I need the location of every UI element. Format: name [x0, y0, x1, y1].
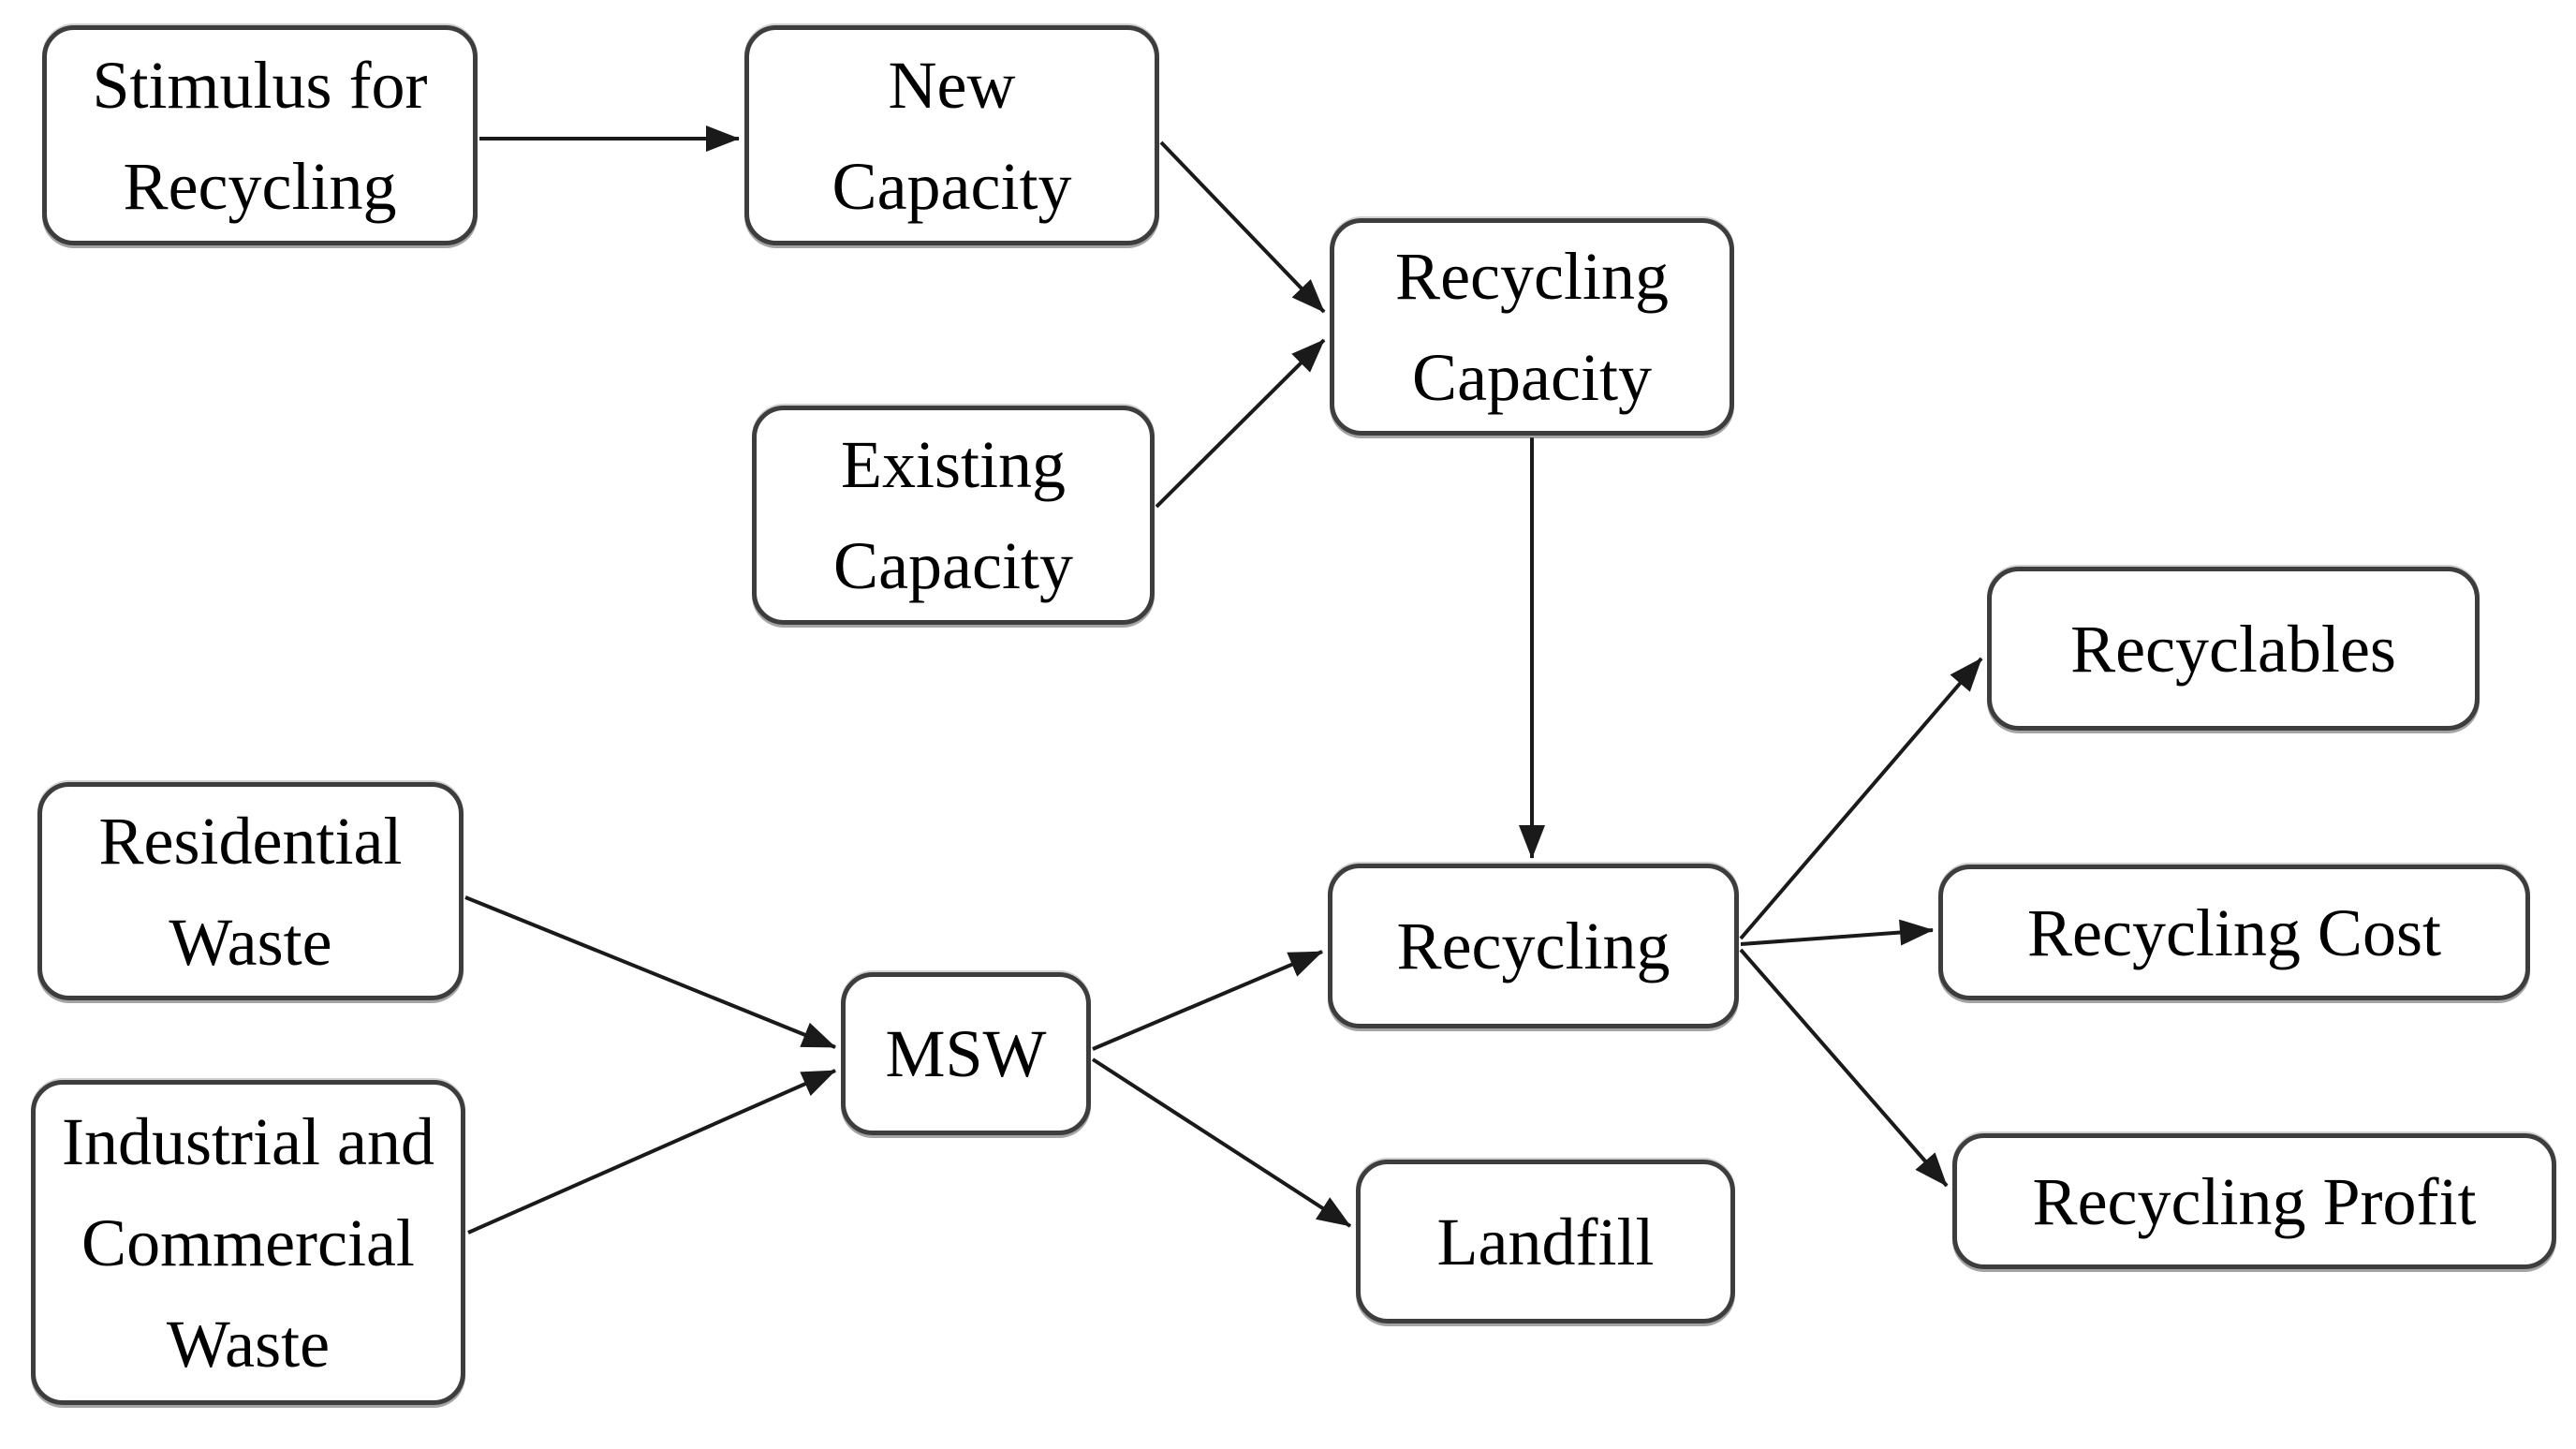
node-label: Landfill: [1436, 1204, 1655, 1279]
node-label: Existing Capacity: [833, 427, 1073, 603]
node-label: Recyclables: [2070, 611, 2396, 687]
node-label: Industrial and Commercial Waste: [62, 1103, 434, 1382]
edge-recycling-to-recyclables: [1739, 657, 1983, 940]
node-label: Recycling Cost: [2027, 895, 2441, 970]
edge-msw-to-landfill: [1091, 1057, 1352, 1228]
node-label: Recycling: [1396, 909, 1671, 983]
edge-new-capacity-to-recycling-capacity: [1159, 140, 1326, 314]
node-existing-capacity: Existing Capacity: [752, 406, 1155, 625]
edge-recycling-to-recycling-profit: [1739, 948, 1949, 1188]
node-recycling-capacity: Recycling Capacity: [1330, 218, 1734, 436]
node-industrial-and-commercial-waste: Industrial and Commercial Waste: [31, 1080, 465, 1405]
node-label: Recycling Capacity: [1395, 239, 1669, 415]
node-residential-waste: Residential Waste: [37, 782, 464, 1000]
edge-recycling-to-recycling-cost: [1740, 919, 1934, 946]
edge-residential-waste-to-msw: [464, 895, 836, 1049]
node-recycling-cost: Recycling Cost: [1938, 865, 2530, 1000]
node-msw: MSW: [841, 972, 1091, 1135]
node-label: New Capacity: [832, 47, 1072, 224]
node-stimulus-for-recycling: Stimulus for Recycling: [42, 25, 478, 245]
node-landfill: Landfill: [1356, 1160, 1735, 1323]
node-label: Residential Waste: [98, 803, 403, 980]
node-recycling-profit: Recycling Profit: [1952, 1133, 2556, 1269]
node-recyclables: Recyclables: [1987, 567, 2480, 731]
node-recycling: Recycling: [1328, 864, 1739, 1028]
node-label: Recycling Profit: [2032, 1163, 2477, 1239]
node-label: MSW: [885, 1016, 1047, 1091]
node-label: Stimulus for Recycling: [92, 47, 428, 224]
edge-msw-to-recycling: [1092, 950, 1323, 1051]
edge-industrial-and-commercial-waste-to-msw: [467, 1069, 836, 1235]
edge-existing-capacity-to-recycling-capacity: [1155, 338, 1326, 509]
node-new-capacity: New Capacity: [744, 25, 1159, 245]
